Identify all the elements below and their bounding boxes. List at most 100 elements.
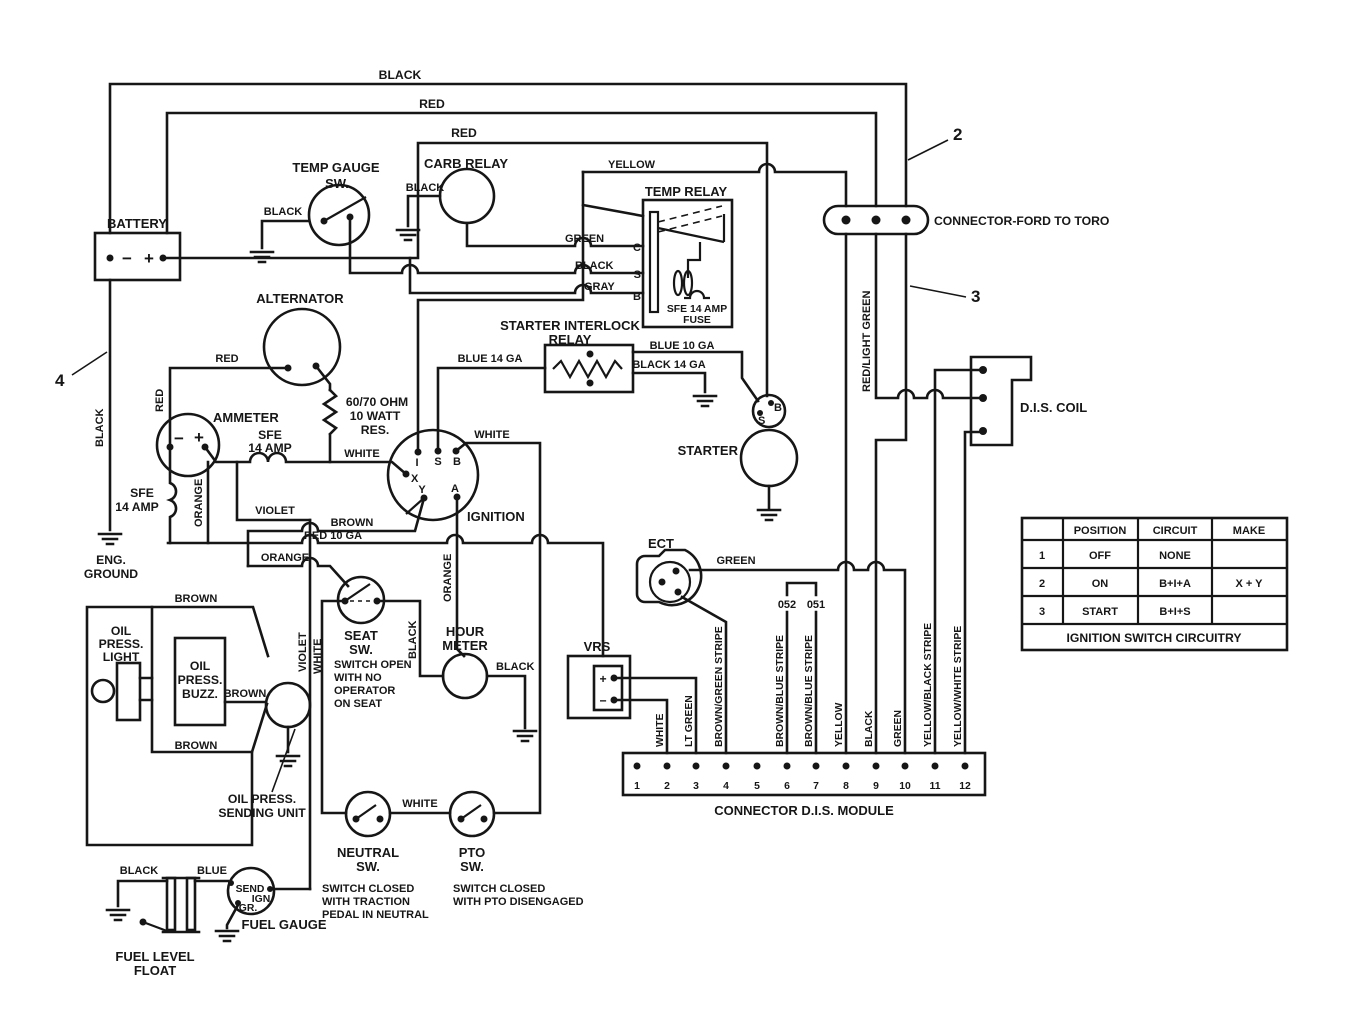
fuel-gauge-label: FUEL GAUGE <box>242 917 327 932</box>
ammeter-minus: − <box>174 429 184 448</box>
wire-label-black: BLACK <box>406 182 445 194</box>
pto-note-1: SWITCH CLOSED <box>453 883 545 895</box>
module-wire-brownblue2: BROWN/BLUE STRIPE <box>804 635 815 747</box>
ground-icon <box>249 250 275 264</box>
terminal-s: S <box>634 269 641 281</box>
hour-meter-1: HOUR <box>446 624 485 639</box>
temp-gauge-sw-label1: TEMP GAUGE <box>292 160 379 175</box>
seat-note-1: SWITCH OPEN <box>334 659 412 671</box>
temp-gauge-switch: TEMP GAUGE SW. BLACK <box>249 160 380 264</box>
pin-9: 9 <box>873 781 879 792</box>
vrs-plus: + <box>599 672 606 686</box>
ground-icon <box>756 508 782 522</box>
ground-icon <box>692 394 718 408</box>
wire-label-red-top: RED <box>419 97 445 111</box>
dis-coil: D.I.S. COIL <box>969 355 1087 447</box>
ign-y: Y <box>418 484 426 496</box>
cell: 2 <box>1039 578 1045 590</box>
wire-label-fuel-black: BLACK <box>120 865 159 877</box>
seat-note-4: ON SEAT <box>334 698 382 710</box>
callout-4: 4 <box>55 371 65 390</box>
ign-i: I <box>415 457 418 469</box>
oil-buzz-1: OIL <box>190 659 211 673</box>
dis-module-label: CONNECTOR D.I.S. MODULE <box>714 803 894 818</box>
wire-label-green-ect: GREEN <box>716 555 755 567</box>
fuel-float-1: FUEL LEVEL <box>115 949 194 964</box>
engine-ground: ENG. GROUND BLACK <box>84 408 138 581</box>
cell: X + Y <box>1235 578 1263 590</box>
wire-label-orange-ign: ORANGE <box>442 554 454 602</box>
interlock-label-2: RELAY <box>549 332 592 347</box>
fuel-gauge-ign: IGN <box>252 894 270 905</box>
pin-11: 11 <box>930 781 941 792</box>
ign-s: S <box>434 456 441 468</box>
sfe-right-1: SFE <box>258 428 282 442</box>
th-circuit: CIRCUIT <box>1153 525 1198 537</box>
resistor-label-3: RES. <box>361 423 389 437</box>
alternator: ALTERNATOR RED RED <box>154 291 344 412</box>
wire-label-red-mid: RED <box>451 126 477 140</box>
pin-12: 12 <box>959 781 971 792</box>
module-wire-black: BLACK <box>864 710 875 747</box>
pin-6: 6 <box>784 781 790 792</box>
dis-module-connector: 1 2 3 4 5 6 7 8 9 10 11 12 CONNECTOR D.I… <box>621 623 987 818</box>
cell: 3 <box>1039 606 1045 618</box>
cell: OFF <box>1089 550 1111 562</box>
wire-label-red10ga: RED 10 GA <box>304 530 362 542</box>
starter-b: B <box>774 402 782 414</box>
wire-label-brown-bot: BROWN <box>175 740 218 752</box>
temp-relay-label: TEMP RELAY <box>645 184 728 199</box>
wire-label-white-col: WHITE <box>312 639 324 674</box>
ign-a: A <box>451 483 459 495</box>
oil-light-1: OIL <box>111 624 132 638</box>
neutral-1: NEUTRAL <box>337 845 399 860</box>
wire-label-brown-top: BROWN <box>175 593 218 605</box>
wire-label-fuel-blue: BLUE <box>197 865 227 877</box>
module-wire-green: GREEN <box>893 710 904 747</box>
ground-icon <box>395 228 421 242</box>
ground-icon <box>214 929 240 943</box>
ground-icon <box>97 532 123 546</box>
fuse-label1: SFE 14 AMP <box>667 304 727 315</box>
ammeter: − + AMMETER SFE 14 AMP SFE 14 AMP <box>115 410 292 514</box>
interlock-label-1: STARTER INTERLOCK <box>500 318 640 333</box>
seat-sw-1: SEAT <box>344 628 378 643</box>
ground-icon <box>512 729 538 743</box>
seat-switch: SEAT SW. SWITCH OPEN WITH NO OPERATOR ON… <box>334 575 412 710</box>
oil-press-group: OIL PRESS. LIGHT OIL PRESS. BUZZ. BROWN … <box>90 593 312 820</box>
cell: START <box>1082 606 1118 618</box>
sfe-left-2: 14 AMP <box>115 500 159 514</box>
wire-label-red-alt: RED <box>215 353 238 365</box>
starter-s: S <box>758 415 765 427</box>
pto-note-2: WITH PTO DISENGAGED <box>453 896 584 908</box>
neutral-note-2: WITH TRACTION <box>322 896 410 908</box>
wire-label-white-neutral: WHITE <box>402 798 437 810</box>
pin-3: 3 <box>693 781 699 792</box>
vrs: VRS + − <box>566 639 632 720</box>
vrs-label: VRS <box>584 639 611 654</box>
terminal-c: C <box>633 242 641 254</box>
pin-1: 1 <box>634 781 640 792</box>
fuel-gauge-send: SEND <box>236 884 265 895</box>
module-wire-yellowwhite: YELLOW/WHITE STRIPE <box>953 626 964 747</box>
fuse-label2: FUSE <box>683 315 711 326</box>
resistor-label-1: 60/70 OHM <box>346 395 408 409</box>
oil-light-3: LIGHT <box>103 650 140 664</box>
wire-runs <box>85 82 985 930</box>
fuel-float-2: FLOAT <box>134 963 176 978</box>
starter: B S STARTER <box>678 393 799 522</box>
wire-label-black-top: BLACK <box>379 68 422 82</box>
cell: 1 <box>1039 550 1045 562</box>
ect-label: ECT <box>648 536 674 551</box>
ignition-label: IGNITION <box>467 509 525 524</box>
hour-meter-2: METER <box>442 638 488 653</box>
wire-label-yellow: YELLOW <box>608 159 656 171</box>
module-wire-browngreen: BROWN/GREEN STRIPE <box>714 626 725 747</box>
module-wire-brownblue1: BROWN/BLUE STRIPE <box>775 635 786 747</box>
seat-sw-2: SW. <box>349 642 373 657</box>
battery-plus: + <box>144 249 154 268</box>
wire-label-orange-mid: ORANGE <box>261 552 309 564</box>
neutral-2: SW. <box>356 859 380 874</box>
resistor-label-2: 10 WATT <box>350 409 401 423</box>
